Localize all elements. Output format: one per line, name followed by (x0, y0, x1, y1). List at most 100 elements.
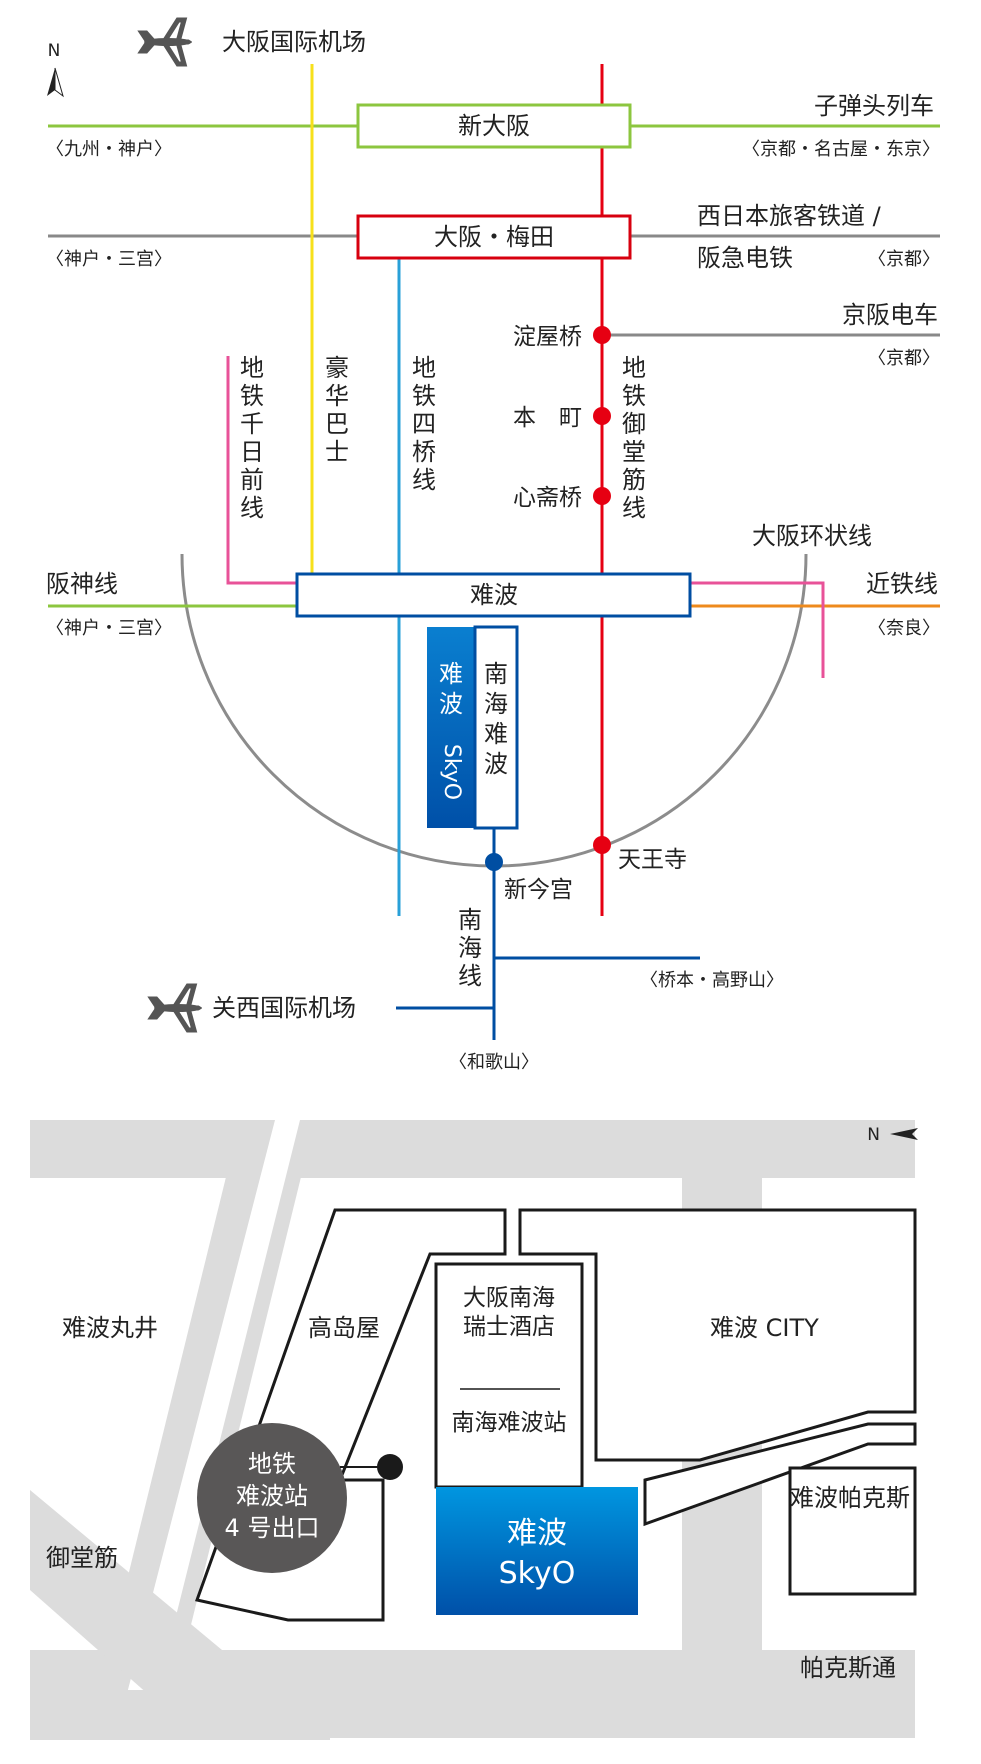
shin-osaka-label: 新大阪 (458, 112, 530, 140)
svg-text:堂: 堂 (622, 438, 646, 466)
midosuji-road-label: 御堂筋 (46, 1544, 118, 1572)
hankyu-label: 阪急电铁 (697, 244, 793, 272)
svg-text:豪: 豪 (325, 354, 349, 382)
airplane-icon (147, 983, 202, 1033)
tennoji-dot (593, 836, 611, 854)
namba-skyo-building (436, 1487, 638, 1615)
svg-text:波: 波 (484, 750, 508, 778)
area-north-label: N (867, 1125, 880, 1145)
svg-text:线: 线 (458, 962, 482, 990)
yodoyabashi-dot (593, 326, 611, 344)
svg-text:波: 波 (439, 690, 463, 718)
kintetsu-label: 近铁线 (866, 570, 938, 598)
sennichimae-vertical-label: 地 铁 千 日 前 线 (240, 354, 264, 522)
keihan-dest: 〈京都〉 (868, 348, 940, 369)
svg-text:地: 地 (240, 354, 264, 382)
svg-text:前: 前 (240, 466, 264, 494)
svg-text:筋: 筋 (622, 466, 646, 494)
shinsaibashi-dot (593, 487, 611, 505)
kintetsu-dest: 〈奈良〉 (868, 618, 940, 639)
namba-city-label: 难波 CITY (710, 1314, 819, 1342)
skyo-label-1: 难波 (507, 1516, 567, 1551)
yotsubashi-vertical-label: 地 铁 四 桥 线 (412, 354, 436, 494)
yodoyabashi-label: 淀屋桥 (513, 324, 582, 350)
swissotel-label-1: 大阪南海 (463, 1285, 555, 1311)
namba-label: 难波 (470, 581, 518, 609)
honmachi-dot (593, 407, 611, 425)
tennoji-label: 天王寺 (618, 847, 687, 873)
svg-text:日: 日 (240, 438, 264, 466)
jr-dest-east: 〈京都〉 (868, 249, 940, 270)
osaka-umeda-label: 大阪・梅田 (434, 223, 554, 251)
svg-text:SkyO: SkyO (439, 744, 464, 800)
shinkansen-dest-west: 〈九州・神户〉 (46, 139, 172, 160)
nankai-wakayama-dest: 〈和歌山〉 (449, 1052, 539, 1073)
shinkansen-dest-east: 〈京都・名古屋・东京〉 (742, 139, 940, 160)
loop-line-label: 大阪环状线 (752, 522, 872, 550)
osaka-airport-label: 大阪国际机场 (222, 28, 366, 56)
honmachi-label: 本 町 (513, 405, 582, 431)
svg-text:地: 地 (412, 354, 436, 382)
namba-marui-label: 难波丸井 (62, 1314, 158, 1342)
hanshin-label: 阪神线 (46, 570, 118, 598)
namba-parks-label: 难波帕克斯 (790, 1484, 910, 1512)
kansai-airport-label: 关西国际机场 (212, 994, 356, 1022)
svg-text:难: 难 (439, 660, 463, 688)
svg-text:御: 御 (622, 410, 646, 438)
skyo-label-2: SkyO (499, 1556, 576, 1591)
svg-text:铁: 铁 (412, 382, 436, 410)
parks-dori-label: 帕克斯通 (800, 1654, 896, 1682)
svg-text:士: 士 (325, 438, 349, 466)
svg-text:巴: 巴 (325, 410, 349, 438)
route-map: N 大阪国际机场 (46, 17, 940, 1073)
limousine-bus-vertical-label: 豪 华 巴 士 (325, 354, 349, 466)
shin-imamiya-dot (485, 853, 503, 871)
top-road (30, 1120, 915, 1178)
keihan-label: 京阪电车 (842, 301, 938, 329)
svg-text:桥: 桥 (412, 438, 436, 466)
sennichimae-line-east (690, 581, 825, 678)
hanshin-dest: 〈神户・三宫〉 (46, 618, 172, 639)
jr-dest-west: 〈神户・三宫〉 (46, 249, 172, 270)
shin-imamiya-label: 新今宫 (504, 877, 573, 903)
jr-west-label: 西日本旅客铁道 / (697, 202, 882, 230)
shinkansen-label: 子弹头列车 (814, 92, 934, 120)
exit-marker (377, 1454, 403, 1480)
north-arrow-icon: N (47, 41, 64, 98)
nankai-namba-block (473, 625, 519, 830)
namba-parks-outline (788, 1466, 917, 1596)
svg-text:四: 四 (412, 410, 436, 438)
svg-text:南: 南 (484, 660, 508, 688)
namba-parks-link-outline (643, 1422, 917, 1527)
svg-text:海: 海 (458, 934, 482, 962)
nankai-namba-vertical-label: 南 海 难 波 (484, 660, 508, 778)
namba-skyo-vertical-label: 难 波 SkyO (439, 660, 464, 800)
takashimaya-label: 高岛屋 (308, 1314, 380, 1342)
namba-station-box (295, 572, 692, 618)
svg-text:线: 线 (240, 494, 264, 522)
svg-text:线: 线 (622, 494, 646, 522)
north-label: N (48, 41, 61, 61)
subway-exit-label-2: 难波站 (236, 1482, 308, 1510)
namba-city-outline (518, 1208, 917, 1462)
svg-text:铁: 铁 (622, 382, 646, 410)
namba-skyo-block (427, 627, 475, 828)
area-map: N 难波 SkyO 地铁 难波站 4 号出口 难波丸井 高岛屋 大阪南海 瑞士酒… (30, 1120, 918, 1740)
svg-text:千: 千 (240, 410, 264, 438)
svg-text:南: 南 (458, 906, 482, 934)
diagonal-road (30, 1490, 330, 1740)
svg-text:线: 线 (412, 466, 436, 494)
airplane-icon (137, 17, 192, 67)
nankai-line-vertical-label: 南 海 线 (458, 906, 482, 990)
subway-exit-label-3: 4 号出口 (225, 1514, 320, 1542)
nankai-koya-dest: 〈桥本・高野山〉 (640, 970, 784, 991)
roads (30, 1120, 915, 1740)
nankai-namba-station-label: 南海难波站 (452, 1410, 567, 1436)
osaka-umeda-station-box (356, 214, 632, 260)
swissotel-label-2: 瑞士酒店 (463, 1314, 555, 1340)
subway-exit-label-1: 地铁 (248, 1450, 296, 1478)
svg-text:难: 难 (484, 720, 508, 748)
svg-text:海: 海 (484, 690, 508, 718)
svg-text:地: 地 (622, 354, 646, 382)
